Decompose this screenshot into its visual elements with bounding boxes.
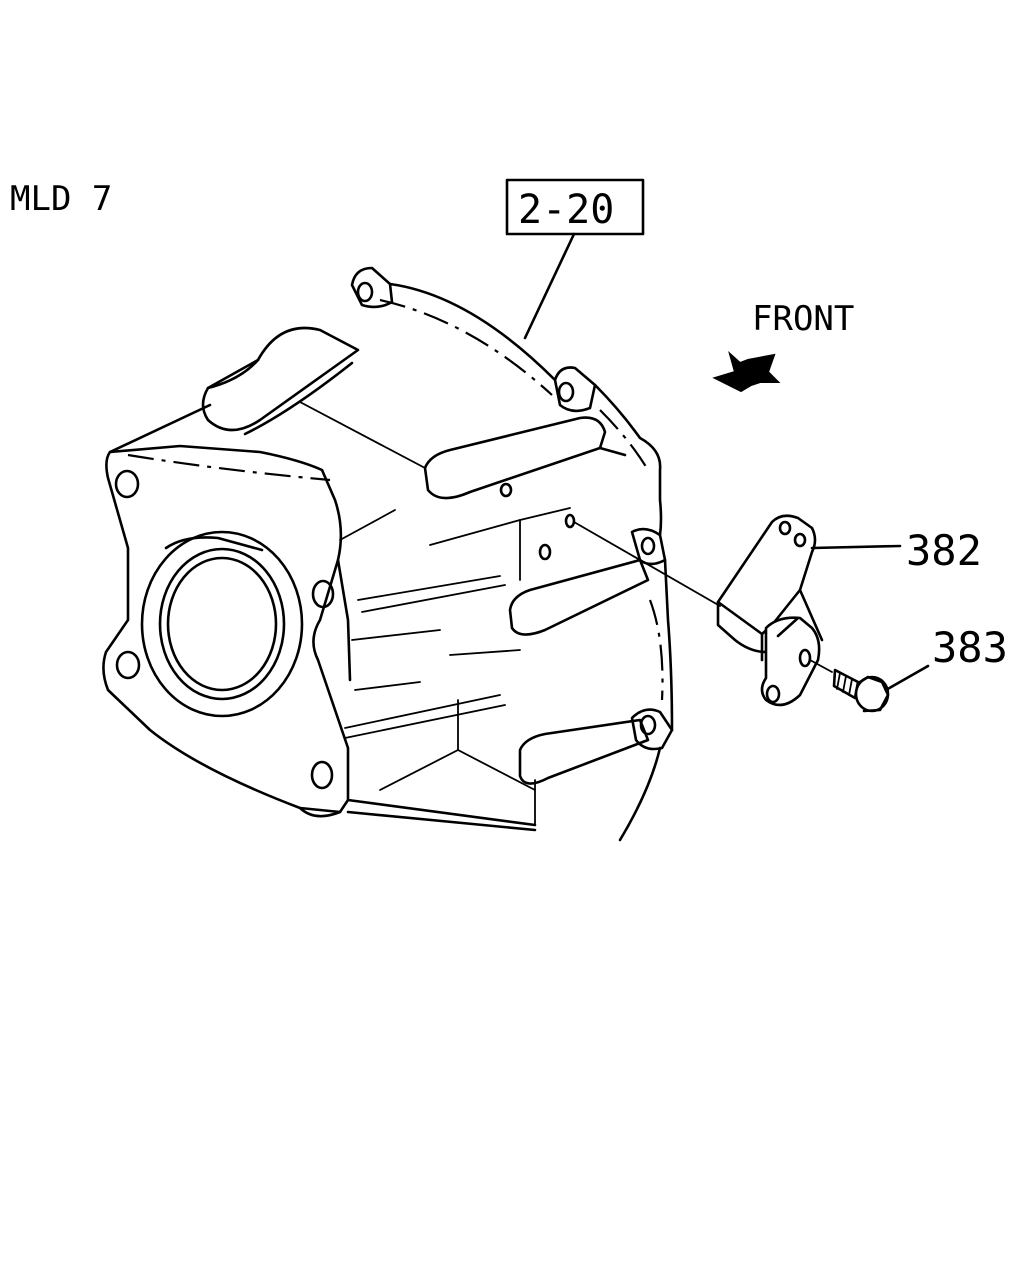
bracket-hole-top-right (793, 532, 807, 548)
assembly-line-bolt (809, 659, 833, 673)
reference-leader-line (523, 232, 576, 340)
callout-383: 383 (884, 623, 1008, 692)
bracket-hole-bottom (765, 684, 781, 704)
model-code-label: MLD 7 (10, 179, 112, 219)
bracket-bolt-hole (798, 648, 812, 668)
bearing-bore (140, 530, 304, 718)
flange-hole-right (311, 579, 335, 609)
mount-hole-lower (538, 543, 552, 561)
bracket-hole-top-left (778, 520, 792, 536)
flange-hole-bottom-right (310, 760, 334, 790)
callout-383-label: 383 (932, 623, 1008, 672)
bell-lug-hole-bottom (639, 714, 657, 736)
transmission-housing (102, 266, 674, 842)
front-arrow-icon (712, 350, 781, 393)
assembly-line-bracket (573, 521, 721, 607)
bracket-part (716, 514, 824, 707)
reference-box-label: 2-20 (518, 187, 614, 233)
mount-hole-bracket (564, 513, 576, 529)
mount-hole-upper (499, 482, 513, 498)
bell-lug-hole-top (356, 281, 374, 303)
front-direction: FRONT (712, 299, 854, 393)
flange-hole-top-left (114, 469, 140, 499)
callout-382-label: 382 (906, 526, 982, 575)
callout-383-leader (884, 664, 930, 692)
reference-box: 2-20 (505, 178, 645, 340)
bolt-part (832, 668, 890, 713)
front-label: FRONT (752, 299, 854, 339)
callout-382: 382 (810, 526, 982, 575)
bell-lug-hole-right (640, 536, 656, 556)
flange-hole-bottom-left (115, 650, 141, 680)
callout-382-leader (810, 544, 902, 550)
bell-lug-hole-mid (557, 381, 575, 403)
